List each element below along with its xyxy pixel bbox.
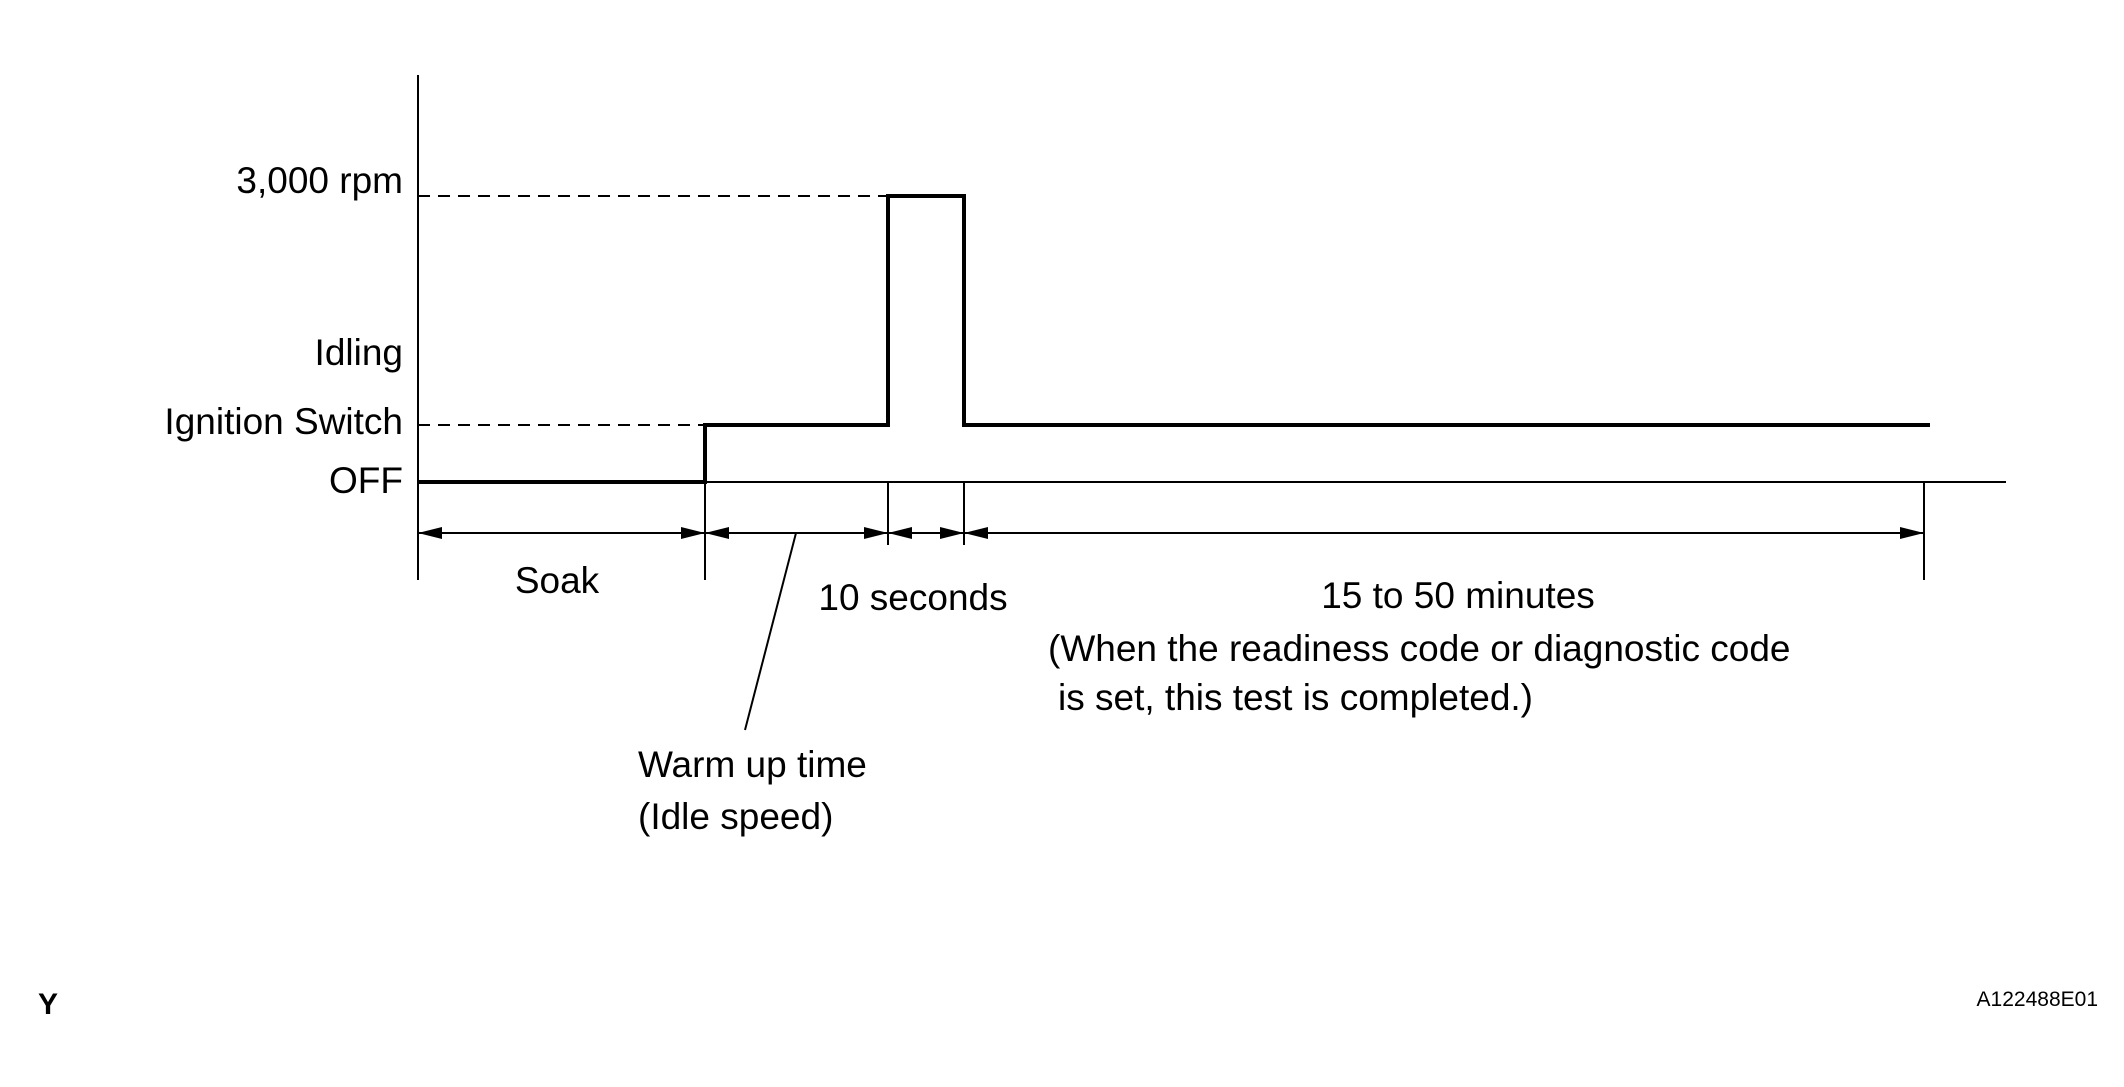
minutes-label: 15 to 50 minutes [1321,575,1595,616]
completion-note-line-2: is set, this test is completed.) [1058,677,1533,718]
soak-right-arrowhead [681,527,705,539]
warm-up-left-arrowhead [705,527,729,539]
soak-left-arrowhead [418,527,442,539]
ten-seconds-right-arrowhead [940,527,964,539]
warm-up-leader-line [744,532,797,731]
warm-up-right-arrowhead [864,527,888,539]
idling-label: Idling [315,332,403,373]
minutes-right-arrowhead [1900,527,1924,539]
off-label: OFF [329,460,403,501]
ten-seconds-label: 10 seconds [818,577,1007,618]
minutes-left-arrowhead [964,527,988,539]
ten-seconds-left-arrowhead [888,527,912,539]
warm-up-label-line-1: Warm up time [638,744,867,785]
soak-label: Soak [515,560,600,601]
completion-note-line-1: (When the readiness code or diagnostic c… [1048,628,1791,669]
warm-up-label-line-2: (Idle speed) [638,796,833,837]
ignition-switch-label: Ignition Switch [164,401,403,442]
figure-id: A122488E01 [1977,988,2098,1011]
corner-mark: Y [38,988,58,1021]
rpm-3000-label: 3,000 rpm [236,160,403,201]
engine-speed-profile [418,194,1930,484]
